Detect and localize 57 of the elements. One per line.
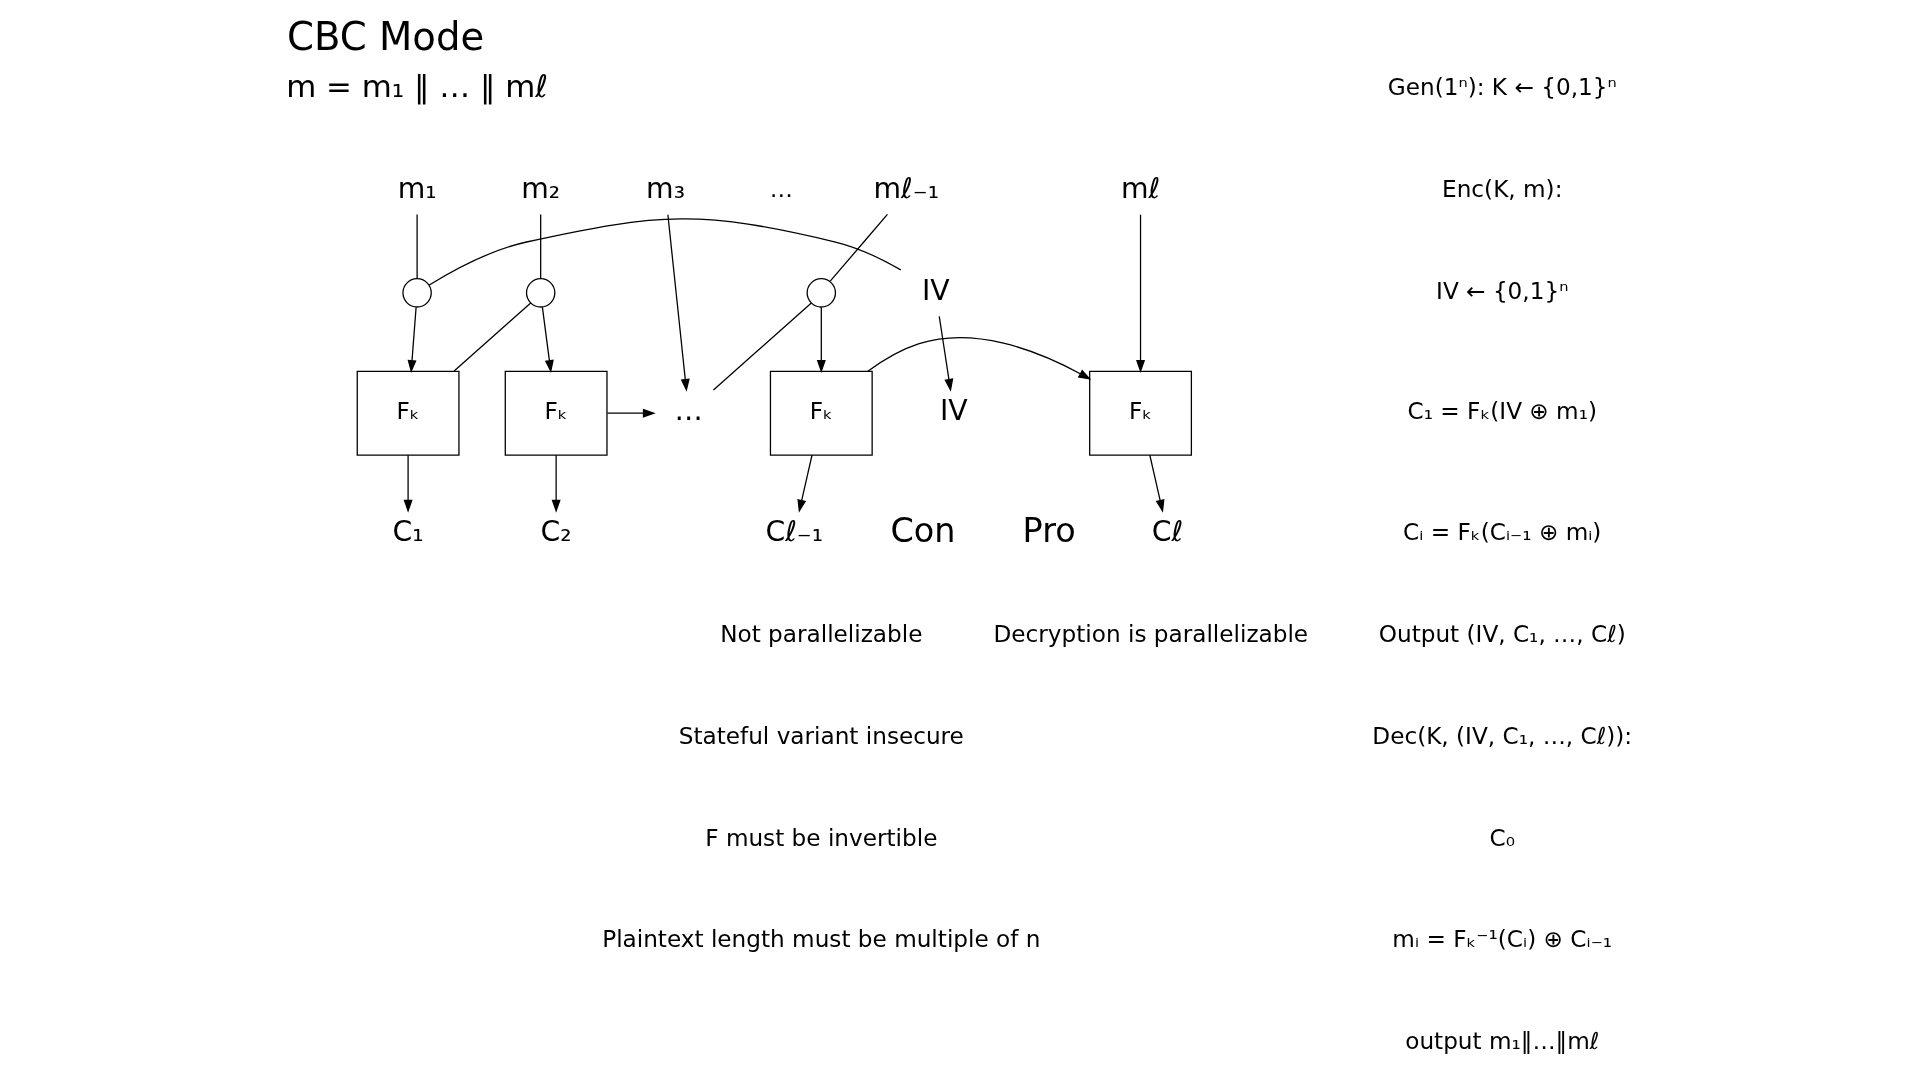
node-text: Cℓ₋₁	[765, 515, 824, 549]
node-text: mℓ	[1120, 172, 1161, 206]
node-text: m₃	[646, 172, 685, 206]
label: mᵢ = Fₖ⁻¹(Cᵢ) ⊕ Cᵢ₋₁	[1392, 925, 1613, 953]
connector	[712, 302, 812, 391]
arrow	[867, 337, 1092, 380]
node-circle	[402, 278, 432, 308]
arrow	[1149, 454, 1165, 513]
node-text: C₂	[540, 515, 572, 549]
label: Dec(K, (IV, C₁, …, Cℓ)):	[1372, 721, 1633, 749]
arrow	[797, 454, 813, 513]
label: Pro	[1022, 511, 1076, 551]
label: IV ← {0,1}ⁿ	[1436, 276, 1569, 304]
node-text: Cℓ	[1151, 515, 1184, 549]
node-text: IV	[922, 274, 950, 308]
node-text: …	[674, 394, 703, 428]
label: C₁ = Fₖ(IV ⊕ m₁)	[1407, 396, 1597, 424]
label: F must be invertible	[705, 823, 938, 851]
node-text: m₁	[397, 172, 437, 206]
arrow	[403, 454, 413, 513]
arrow	[407, 306, 417, 373]
label: m = m₁ ‖ … ‖ mℓ	[286, 68, 549, 105]
connector	[428, 218, 902, 286]
node-text: mℓ₋₁	[873, 172, 940, 206]
node-box: Fₖ	[356, 370, 460, 456]
arrow	[541, 306, 554, 373]
label: Decryption is parallelizable	[993, 620, 1309, 648]
node-circle	[806, 278, 837, 308]
connector	[453, 302, 532, 372]
label: output m₁‖…‖mℓ	[1405, 1026, 1600, 1054]
diagram-title: CBC Mode	[286, 13, 485, 59]
arrow	[606, 408, 656, 418]
label: Gen(1ⁿ): K ← {0,1}ⁿ	[1387, 73, 1617, 101]
node-text: m₂	[521, 172, 561, 206]
node-text: IV	[940, 394, 968, 428]
connector	[416, 213, 418, 280]
arrow	[816, 306, 826, 373]
label: …	[769, 174, 793, 202]
label: Enc(K, m):	[1442, 174, 1563, 202]
node-box: Fₖ	[1089, 370, 1193, 456]
label: Not parallelizable	[720, 620, 923, 648]
label: Stateful variant insecure	[678, 721, 964, 749]
label: Con	[890, 511, 956, 551]
label: C₀	[1489, 823, 1515, 851]
arrow	[938, 315, 954, 392]
label: Output (IV, C₁, …, Cℓ)	[1378, 620, 1626, 648]
arrow	[667, 214, 690, 392]
node-text: C₁	[392, 515, 424, 549]
arrow	[1136, 214, 1146, 373]
node-box: Fₖ	[769, 370, 873, 456]
connector	[540, 213, 542, 280]
label: Plaintext length must be multiple of n	[602, 925, 1041, 953]
node-box: Fₖ	[504, 370, 608, 456]
node-circle	[525, 278, 556, 308]
label: Cᵢ = Fₖ(Cᵢ₋₁ ⊕ mᵢ)	[1403, 517, 1602, 545]
connector	[829, 213, 889, 282]
arrow	[551, 454, 561, 513]
